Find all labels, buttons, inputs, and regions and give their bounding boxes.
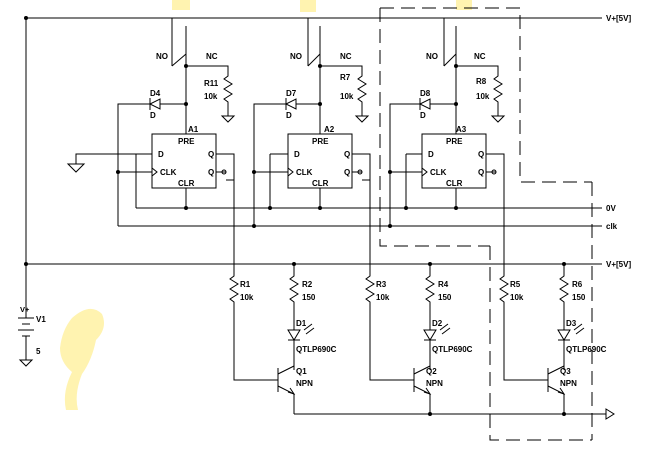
rail-label-clk: clk xyxy=(606,222,618,231)
d1-q-type: NPN xyxy=(296,379,313,388)
a3-clk: CLK xyxy=(430,168,447,177)
d3-q: Q3 xyxy=(560,367,571,376)
driver-2 xyxy=(365,264,451,414)
a2-d: D xyxy=(294,150,300,159)
a2-diode-label: D7 xyxy=(286,89,297,98)
a3-res-val: 10k xyxy=(476,92,490,101)
d1-rl-val: 150 xyxy=(302,293,316,302)
stage3-dashed-boundary xyxy=(379,7,593,441)
a3-clr: CLR xyxy=(446,179,463,188)
rail-label-zero: 0V xyxy=(606,204,616,213)
d3-rb: R5 xyxy=(510,280,521,289)
d2-q-type: NPN xyxy=(426,379,443,388)
d2-led: D2 xyxy=(432,319,443,328)
d2-led-type: QTLP690C xyxy=(432,345,473,354)
a2-diode-type: D xyxy=(286,111,292,120)
d1-q: Q1 xyxy=(296,367,307,376)
a2-id: A2 xyxy=(324,125,335,134)
stage-3 xyxy=(362,18,506,264)
a1-res-label: R11 xyxy=(204,79,219,88)
a2-clk: CLK xyxy=(296,168,313,177)
d3-q-type: NPN xyxy=(560,379,577,388)
a1-id: A1 xyxy=(188,125,199,134)
a2-qbar: Q xyxy=(344,168,350,177)
junction-dots xyxy=(24,16,566,416)
a3-id: A3 xyxy=(456,125,467,134)
a3-diode-label: D8 xyxy=(420,89,431,98)
d2-rl-val: 150 xyxy=(438,293,452,302)
driver-3 xyxy=(499,264,585,414)
a1-q: Q xyxy=(208,150,214,159)
a3-qbar: Q xyxy=(478,168,484,177)
d3-rl: R6 xyxy=(572,280,583,289)
d1-rb-val: 10k xyxy=(240,293,254,302)
d1-led: D1 xyxy=(296,319,307,328)
ground-left-icon xyxy=(66,153,136,173)
a2-res-label: R7 xyxy=(340,73,351,82)
a3-q: Q xyxy=(478,150,484,159)
v1-plus: V+ xyxy=(20,305,30,314)
d2-rb-val: 10k xyxy=(376,293,390,302)
a1-diode-type: D xyxy=(150,111,156,120)
a2-res-val: 10k xyxy=(340,92,354,101)
d2-rl: R4 xyxy=(438,280,449,289)
power-rails xyxy=(25,17,606,415)
d1-rb: R1 xyxy=(240,280,251,289)
a3-res-label: R8 xyxy=(476,77,487,86)
stage-1 xyxy=(117,18,236,264)
a2-pre: PRE xyxy=(312,137,329,146)
v1-name: V1 xyxy=(36,315,46,324)
a1-pre: PRE xyxy=(178,137,195,146)
a3-pre: PRE xyxy=(446,137,463,146)
a1-clk: CLK xyxy=(160,168,177,177)
a2-clr: CLR xyxy=(312,179,329,188)
a3-diode-type: D xyxy=(420,111,426,120)
battery-v1 xyxy=(18,302,34,367)
watermark-figure xyxy=(60,0,472,410)
a1-no-label: NO xyxy=(156,52,168,61)
a2-q: Q xyxy=(344,150,350,159)
d3-led-type: QTLP690C xyxy=(566,345,607,354)
rail-label-top: V+[5V] xyxy=(606,14,631,23)
a1-res-val: 10k xyxy=(204,92,218,101)
a1-diode-label: D4 xyxy=(150,89,161,98)
d3-rl-val: 150 xyxy=(572,293,586,302)
a3-d: D xyxy=(428,150,434,159)
rail-label-mid: V+[5V] xyxy=(606,260,631,269)
ground-arrow-icon xyxy=(605,408,615,420)
d1-rl: R2 xyxy=(302,280,313,289)
a3-nc-label: NC xyxy=(474,52,486,61)
d1-led-type: QTLP690C xyxy=(296,345,337,354)
driver-1 xyxy=(229,264,315,414)
a1-qbar: Q xyxy=(208,168,214,177)
d2-rb: R3 xyxy=(376,280,387,289)
d2-q: Q2 xyxy=(426,367,437,376)
a2-no-label: NO xyxy=(290,52,302,61)
a1-clr: CLR xyxy=(178,179,195,188)
a2-nc-label: NC xyxy=(340,52,352,61)
stage-2 xyxy=(226,18,371,264)
a1-d: D xyxy=(158,150,164,159)
d3-rb-val: 10k xyxy=(510,293,524,302)
d3-led: D3 xyxy=(566,319,577,328)
a3-no-label: NO xyxy=(426,52,438,61)
a1-nc-label: NC xyxy=(206,52,218,61)
v1-value: 5 xyxy=(36,347,41,356)
